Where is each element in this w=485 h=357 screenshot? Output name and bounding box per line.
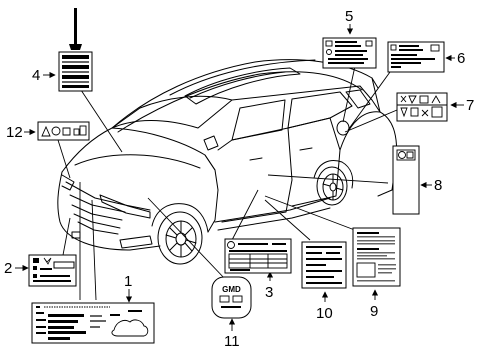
callout-11: 11 <box>224 318 240 350</box>
label-11-text: GMD <box>222 285 241 294</box>
callout-number-7: 7 <box>466 97 474 114</box>
callout-7: 7 <box>450 97 474 114</box>
callout-1: 1 <box>124 273 132 303</box>
callout-2: 2 <box>4 260 29 277</box>
vehicle-illustration <box>57 59 398 265</box>
callout-number-5: 5 <box>345 8 353 25</box>
callout-number-10: 10 <box>316 305 333 322</box>
callout-5: 5 <box>345 8 353 35</box>
callout-number-8: 8 <box>434 177 442 194</box>
callout-number-1: 1 <box>124 273 132 290</box>
callout-number-9: 9 <box>370 303 378 320</box>
callout-number-6: 6 <box>457 50 465 67</box>
label-5 <box>322 37 377 69</box>
callout-number-11: 11 <box>224 333 240 350</box>
label-6 <box>387 41 445 73</box>
rear-wheel <box>313 160 354 206</box>
callout-number-2: 2 <box>4 260 12 277</box>
label-12 <box>37 121 90 141</box>
label-10 <box>301 241 347 289</box>
callout-6: 6 <box>445 50 465 67</box>
front-wheel <box>151 203 209 265</box>
callout-3: 3 <box>265 271 273 301</box>
label-11: GMD <box>211 276 252 319</box>
callout-10: 10 <box>316 291 333 322</box>
label-7 <box>396 92 448 122</box>
callout-8: 8 <box>420 177 442 194</box>
label-8 <box>392 145 420 215</box>
label-2 <box>28 254 77 287</box>
label-9 <box>352 227 401 287</box>
callout-9: 9 <box>370 289 378 320</box>
leader-lines <box>57 65 398 301</box>
callout-number-3: 3 <box>265 284 273 301</box>
label-4 <box>58 8 93 92</box>
callout-12: 12 <box>6 124 36 141</box>
label-3 <box>224 238 292 274</box>
callout-number-12: 12 <box>6 124 23 141</box>
label-1 <box>31 302 155 344</box>
callout-4: 4 <box>32 67 56 84</box>
callout-number-4: 4 <box>32 67 40 84</box>
